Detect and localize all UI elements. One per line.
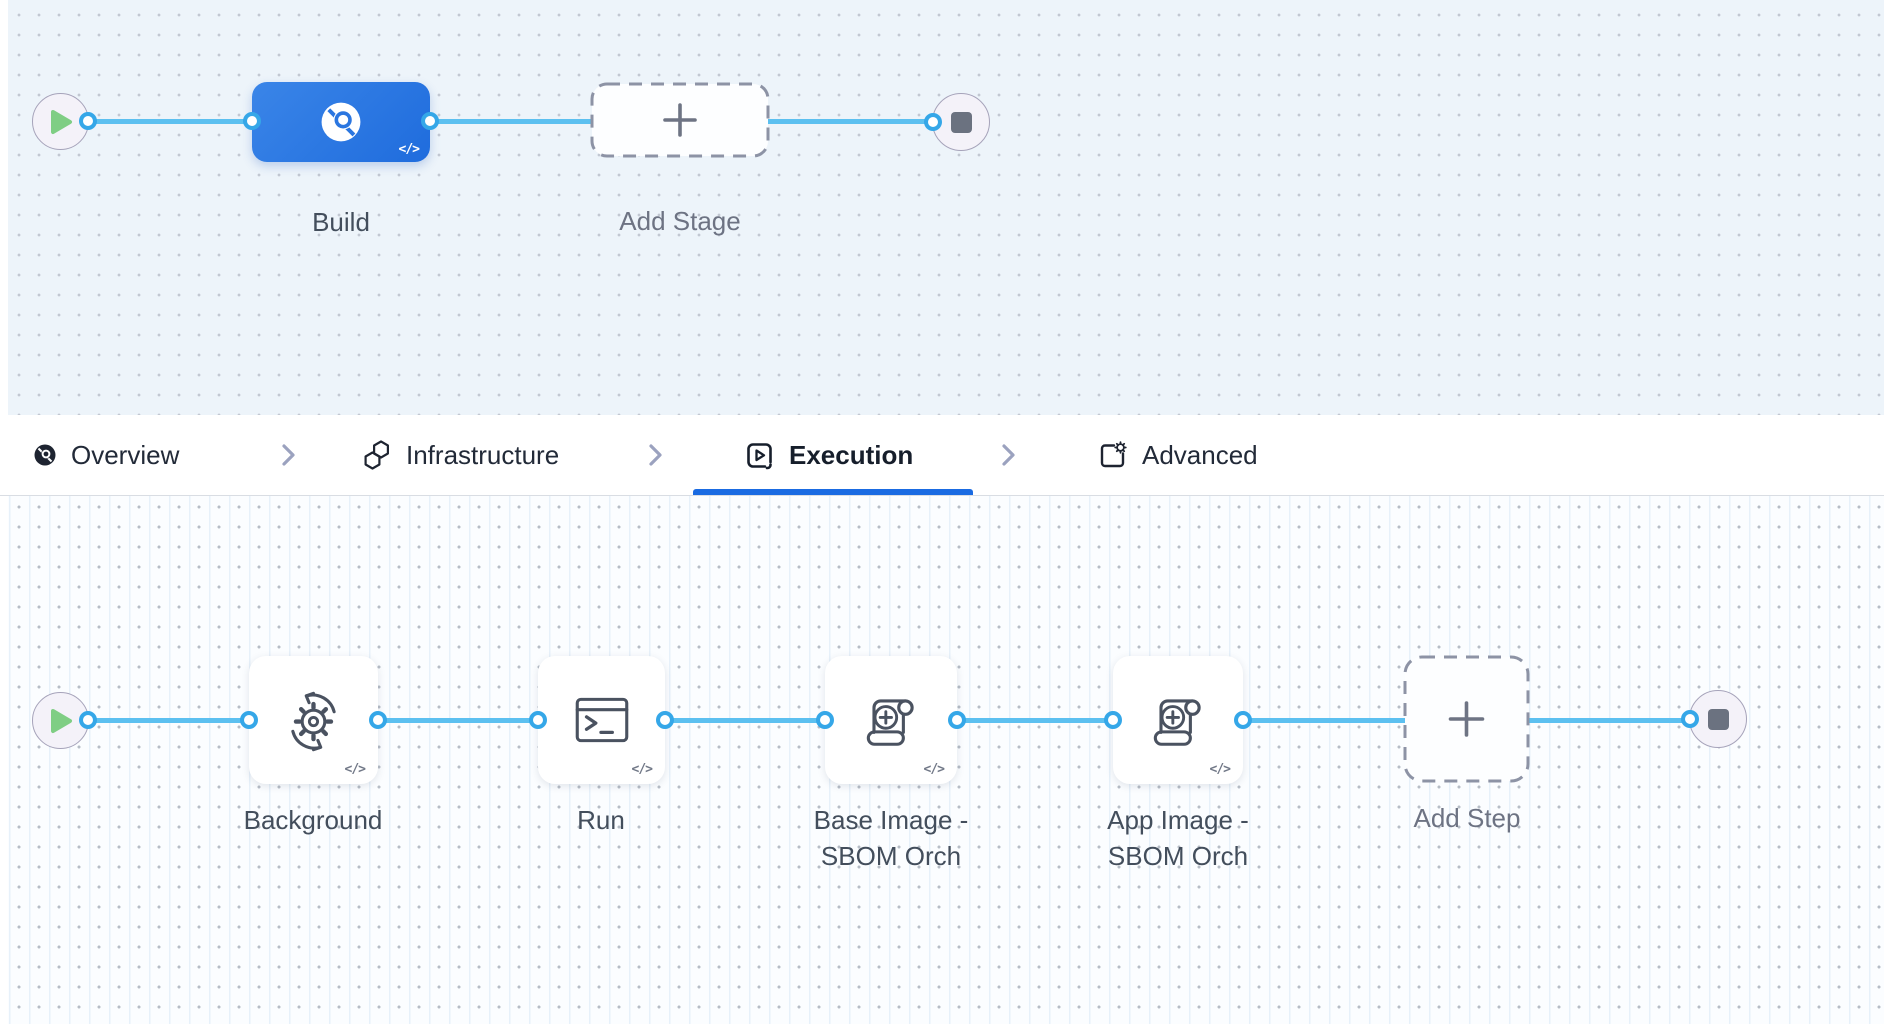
code-badge: </> bbox=[631, 762, 654, 777]
stage-canvas[interactable]: </> Build Add Stage bbox=[0, 0, 1884, 415]
stop-icon bbox=[1707, 708, 1729, 730]
run-step-icon bbox=[575, 697, 628, 743]
chevron-right-icon bbox=[280, 442, 298, 468]
port[interactable] bbox=[79, 112, 97, 130]
code-badge: </> bbox=[923, 762, 946, 777]
chevron-right-icon bbox=[647, 442, 665, 468]
pipeline-start-node bbox=[32, 93, 89, 150]
plus-icon bbox=[1448, 701, 1485, 737]
step-label: Base Image -SBOM Orch bbox=[813, 805, 969, 871]
step-base-image-sbom[interactable]: </> bbox=[825, 656, 957, 784]
selected-tab-underline bbox=[693, 489, 973, 495]
sbom-step-icon bbox=[866, 699, 914, 746]
port[interactable] bbox=[243, 112, 261, 130]
add-stage-button[interactable] bbox=[590, 82, 770, 158]
step-label: Background bbox=[243, 805, 383, 835]
infrastructure-icon bbox=[362, 440, 392, 470]
connector-line bbox=[88, 118, 252, 124]
chevron-right-icon bbox=[1000, 442, 1018, 468]
connector-line bbox=[88, 717, 249, 723]
plus-icon bbox=[663, 103, 697, 137]
build-overview-icon bbox=[33, 443, 57, 467]
port[interactable] bbox=[529, 711, 547, 729]
canvas-left-margin bbox=[0, 0, 8, 1024]
port[interactable] bbox=[79, 711, 97, 729]
port[interactable] bbox=[421, 112, 439, 130]
tab-advanced[interactable]: Advanced bbox=[1097, 415, 1258, 495]
port[interactable] bbox=[656, 711, 674, 729]
connector-line bbox=[957, 717, 1113, 723]
stage-tab-bar: Overview Infrastructure bbox=[0, 415, 1884, 496]
tab-label: Execution bbox=[789, 439, 914, 470]
ci-build-icon bbox=[321, 102, 361, 142]
connector-line bbox=[378, 717, 538, 723]
step-background[interactable]: </> bbox=[249, 656, 378, 784]
tab-infrastructure[interactable]: Infrastructure bbox=[362, 415, 559, 495]
port[interactable] bbox=[1104, 711, 1122, 729]
stop-icon bbox=[950, 111, 972, 133]
port[interactable] bbox=[369, 711, 387, 729]
execution-icon bbox=[744, 440, 775, 471]
tab-label: Advanced bbox=[1142, 439, 1258, 470]
tab-label: Infrastructure bbox=[406, 439, 560, 470]
step-run[interactable]: </> bbox=[538, 656, 665, 784]
stage-build[interactable]: </> bbox=[252, 82, 430, 162]
play-icon bbox=[50, 109, 72, 134]
code-badge: </> bbox=[1209, 762, 1232, 777]
execution-step-canvas[interactable]: </> </> </> bbox=[0, 496, 1884, 1024]
add-stage-label: Add Stage bbox=[619, 206, 741, 236]
port[interactable] bbox=[948, 711, 966, 729]
code-badge: </> bbox=[344, 762, 367, 777]
port[interactable] bbox=[1234, 711, 1252, 729]
port[interactable] bbox=[1681, 710, 1699, 728]
tab-label: Overview bbox=[71, 439, 180, 470]
code-badge: </> bbox=[398, 142, 421, 157]
tab-overview[interactable]: Overview bbox=[33, 415, 179, 495]
play-icon bbox=[50, 708, 72, 733]
connector-line bbox=[665, 717, 825, 723]
stage-label: Build bbox=[312, 207, 370, 237]
tab-execution[interactable]: Execution bbox=[744, 415, 913, 495]
port[interactable] bbox=[240, 711, 258, 729]
sbom-step-icon bbox=[1153, 699, 1201, 746]
step-label: Run bbox=[577, 805, 625, 835]
advanced-icon bbox=[1097, 440, 1128, 471]
port[interactable] bbox=[924, 113, 942, 131]
add-step-button[interactable] bbox=[1403, 655, 1530, 783]
port[interactable] bbox=[816, 711, 834, 729]
background-step-icon bbox=[290, 691, 336, 752]
step-app-image-sbom[interactable]: </> bbox=[1113, 656, 1243, 784]
step-label: App Image -SBOM Orch bbox=[1107, 805, 1249, 871]
add-step-label: Add Step bbox=[1413, 803, 1521, 833]
